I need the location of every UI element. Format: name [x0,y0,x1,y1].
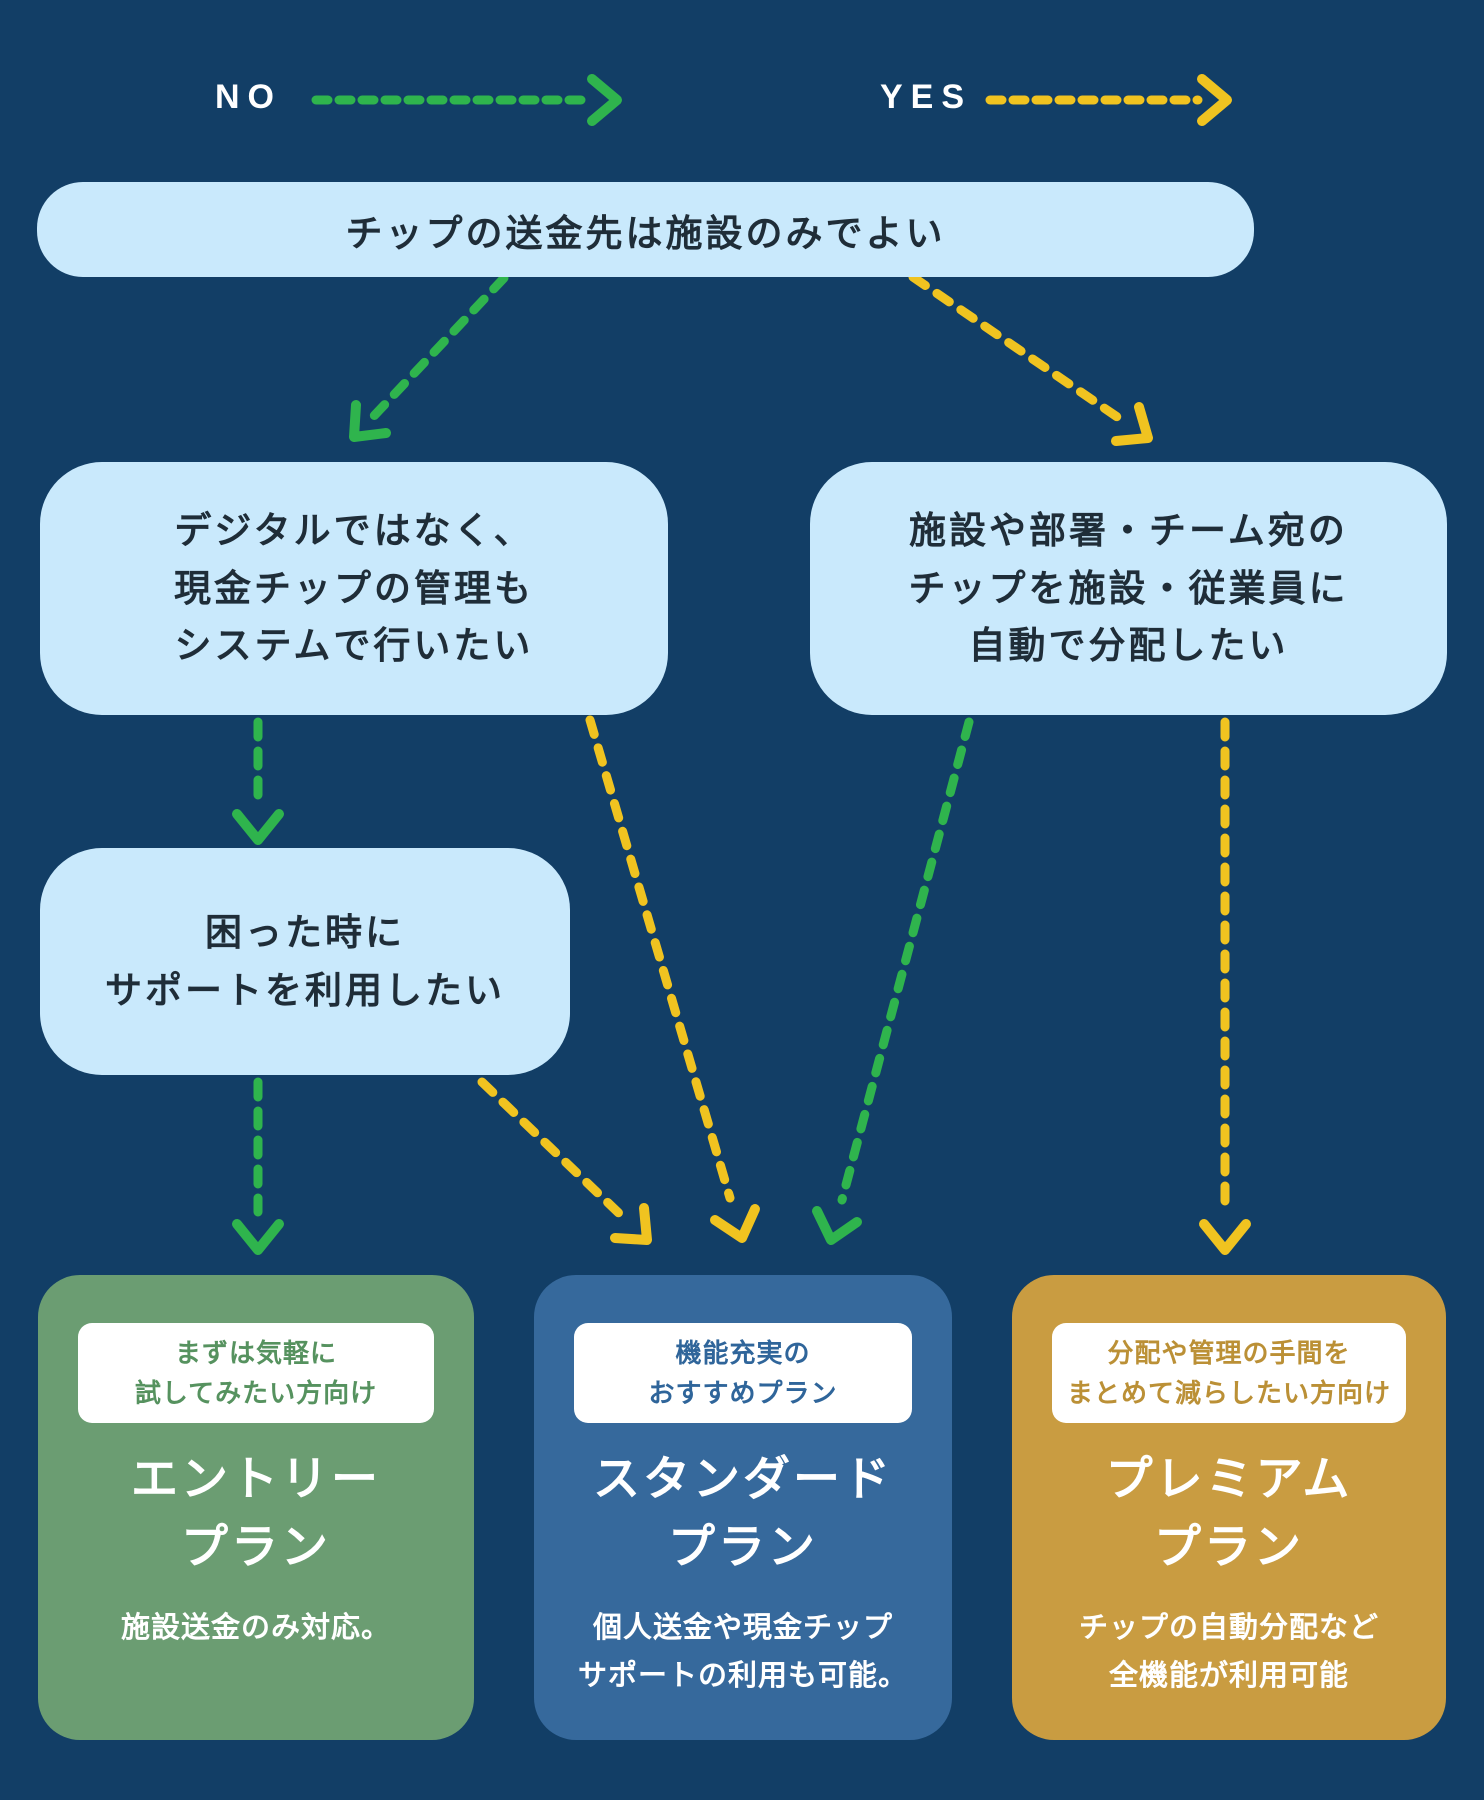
arrow-cash-to-standard [585,715,760,1243]
plan-entry-badge: まずは気軽に 試してみたい方向け [78,1323,434,1423]
plan-premium-badge-line1: 分配や管理の手間を [1107,1337,1351,1368]
plan-card-premium: 分配や管理の手間を まとめて減らしたい方向け プレミアム プラン チップの自動分… [1012,1275,1446,1740]
node-distribute-line1: 施設や部署・チーム宛の [909,510,1348,552]
legend-no-arrow-icon [311,74,622,126]
node-distribute-line3: 自動で分配したい [968,625,1289,667]
plan-card-entry: まずは気軽に 試してみたい方向け エントリー プラン 施設送金のみ対応。 [38,1275,474,1740]
node-root-text: チップの送金先は施設のみでよい [345,212,946,254]
arrow-distribute-to-standard [812,717,974,1245]
plan-entry-badge-line1: まずは気軽に [174,1337,337,1368]
node-cash-line1: デジタルではなく、 [174,510,534,552]
node-support-line1: 困った時に [205,912,405,954]
node-support-line2: サポートを利用したい [105,969,505,1011]
plan-card-standard: 機能充実の おすすめプラン スタンダード プラン 個人送金や現金チップ サポート… [534,1275,952,1740]
arrow-support-to-entry [232,1077,284,1255]
legend-no-label: NO [215,78,282,116]
node-cash-line2: 現金チップの管理も [174,567,534,609]
plan-entry-description: 施設送金のみ対応。 [120,1612,391,1645]
node-support-question: 困った時に サポートを利用したい [40,848,570,1075]
arrow-root-to-cash [349,273,509,442]
node-cash-question: デジタルではなく、 現金チップの管理も システムで行いたい [40,462,668,715]
plan-entry-title: エントリー プラン [131,1452,381,1574]
legend-yes-label: YES [880,78,973,116]
node-distribute-line2: チップを施設・従業員に [908,567,1349,609]
arrow-cash-to-support [232,717,284,845]
plan-premium-description: チップの自動分配など 全機能が利用可能 [1078,1612,1379,1693]
legend-yes-arrow-icon [985,74,1232,126]
plan-premium-badge: 分配や管理の手間を まとめて減らしたい方向け [1052,1323,1406,1423]
plan-premium-badge-line2: まとめて減らしたい方向け [1066,1378,1391,1408]
arrow-support-to-standard [477,1077,652,1245]
arrow-distribute-to-premium [1199,717,1251,1255]
plan-standard-description: 個人送金や現金チップ サポートの利用も可能。 [577,1612,908,1693]
plan-entry-badge-line2: 試してみたい方向け [134,1378,378,1408]
node-root-question: チップの送金先は施設のみでよい [37,182,1254,277]
node-distribute-question: 施設や部署・チーム宛の チップを施設・従業員に 自動で分配したい [810,462,1447,715]
plan-standard-badge-line1: 機能充実の [675,1337,811,1368]
arrow-root-to-distribute [908,272,1153,446]
plan-standard-title: スタンダード プラン [593,1452,893,1574]
plan-standard-badge-line2: おすすめプラン [648,1378,838,1408]
plan-standard-badge: 機能充実の おすすめプラン [574,1323,912,1423]
node-cash-line3: システムで行いたい [174,625,534,667]
plan-premium-title: プレミアム プラン [1105,1452,1353,1574]
